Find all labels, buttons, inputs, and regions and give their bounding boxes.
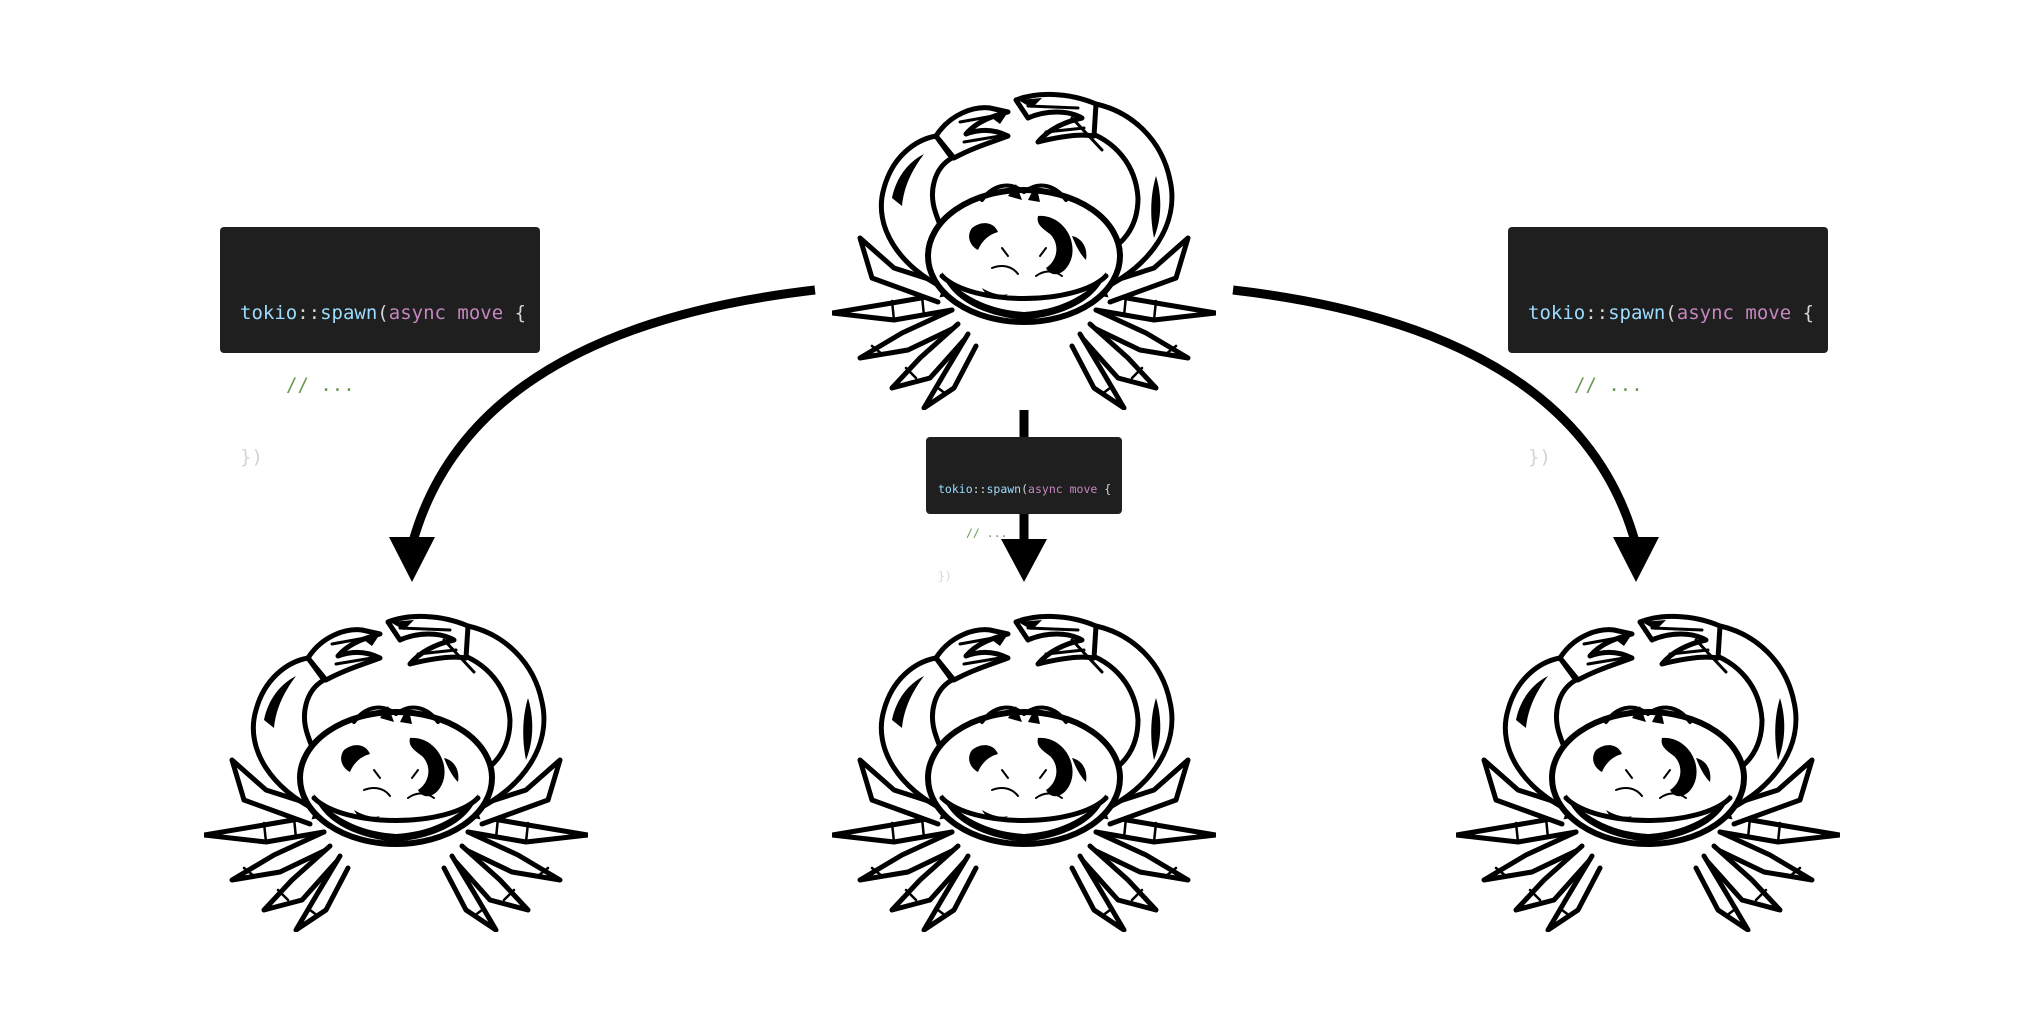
code-path-sep: :: — [297, 302, 321, 324]
code-line-1: tokio::spawn(async move { — [1528, 301, 1828, 325]
code-fn: spawn — [1608, 302, 1666, 324]
code-close: }) — [938, 569, 952, 583]
code-line-1: tokio::spawn(async move { — [938, 482, 1122, 497]
code-keyword-move: move — [457, 302, 504, 324]
code-comment: // ... — [286, 374, 355, 396]
code-line-3: }) — [938, 569, 1122, 584]
code-close: }) — [240, 446, 263, 468]
spawn-code-block-right: tokio::spawn(async move { // ... }) — [1508, 227, 1828, 468]
code-line-2: // ... — [938, 526, 1122, 541]
parent-crab-icon — [832, 88, 1216, 410]
spawn-arrowhead-left — [389, 537, 435, 582]
child-crab-icon-left — [204, 610, 588, 932]
code-open-paren: ( — [1021, 482, 1029, 496]
code-line-3: }) — [240, 445, 540, 469]
spawn-arrowhead-center — [1001, 539, 1047, 582]
code-ident: tokio — [240, 302, 298, 324]
child-crab-icon-center — [832, 610, 1216, 932]
spawn-code-block-center: tokio::spawn(async move { // ... }) — [926, 437, 1122, 583]
code-open-paren: ( — [377, 302, 389, 324]
code-keyword-move: move — [1069, 482, 1098, 496]
code-fn: spawn — [320, 302, 378, 324]
code-line-1: tokio::spawn(async move { — [240, 301, 540, 325]
code-path-sep: :: — [972, 482, 987, 496]
code-keyword-async: async — [388, 302, 446, 324]
code-keyword-async: async — [1028, 482, 1063, 496]
code-path-sep: :: — [1585, 302, 1609, 324]
code-keyword-async: async — [1676, 302, 1734, 324]
code-keyword-move: move — [1745, 302, 1792, 324]
code-close: }) — [1528, 446, 1551, 468]
code-comment: // ... — [1574, 374, 1643, 396]
code-line-2: // ... — [1528, 373, 1828, 397]
code-ident: tokio — [1528, 302, 1586, 324]
code-brace-open: { — [1802, 302, 1815, 324]
code-line-3: }) — [1528, 445, 1828, 469]
code-open-paren: ( — [1665, 302, 1677, 324]
spawn-arrow-left — [407, 285, 816, 547]
spawn-arrowhead-right — [1613, 537, 1659, 582]
code-ident: tokio — [938, 482, 973, 496]
spawn-code-block-left: tokio::spawn(async move { // ... }) — [220, 227, 540, 468]
child-crab-icon-right — [1456, 610, 1840, 932]
code-fn: spawn — [986, 482, 1022, 496]
spawn-arrow-right — [1232, 285, 1641, 547]
code-brace-open: { — [514, 302, 527, 324]
code-comment: // ... — [966, 525, 1008, 540]
code-brace-open: { — [1104, 482, 1112, 496]
code-line-2: // ... — [240, 373, 540, 397]
